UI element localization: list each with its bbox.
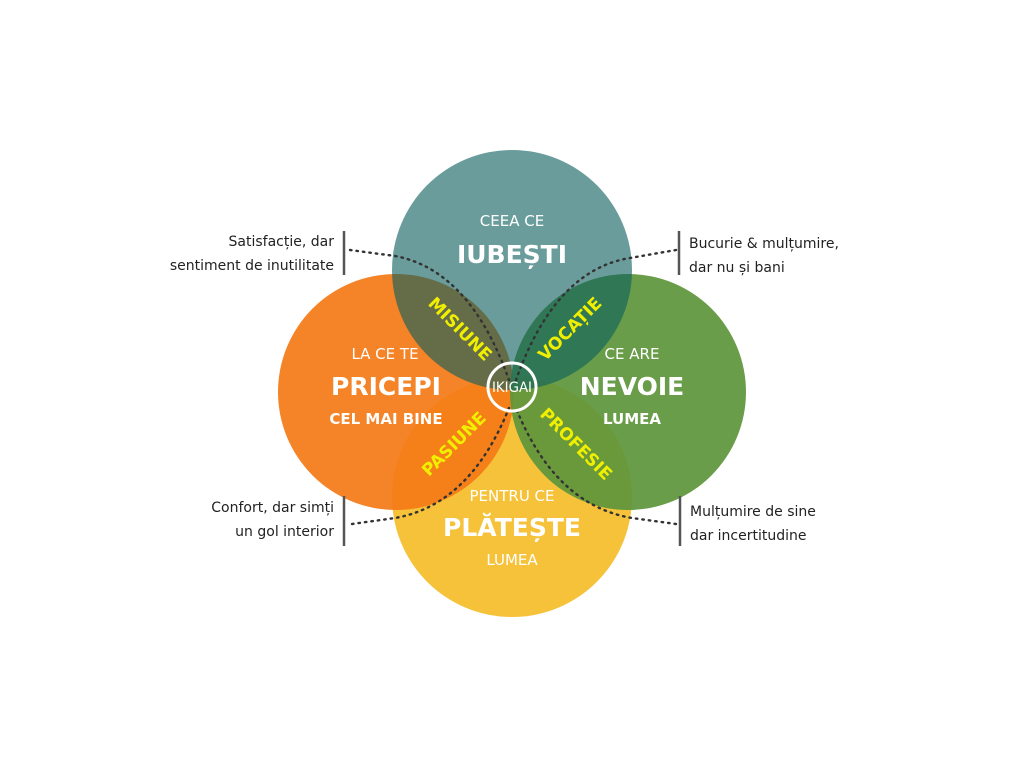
circle-love xyxy=(392,150,632,390)
note-top-right-line2: dar nu și bani xyxy=(689,260,785,276)
connector-bottom-right xyxy=(514,406,678,526)
good-at-sub: CEL MAI BINE xyxy=(329,410,442,428)
note-top-left-line2: sentiment de inutilitate xyxy=(170,258,334,274)
paid-for-main: PLĂTEȘTE xyxy=(443,512,581,542)
note-bottom-right-line1: Mulțumire de sine xyxy=(690,504,816,520)
ikigai-center-label: IKIGAI xyxy=(492,380,532,396)
good-at-main: PRICEPI xyxy=(331,372,441,401)
ikigai-center-ring xyxy=(486,361,538,413)
paid-for-sub: LUMEA xyxy=(486,551,538,569)
note-bottom-left-line1: Confort, dar simți xyxy=(211,500,334,516)
world-needs-main: NEVOIE xyxy=(580,372,685,401)
love-head: CEEA CE xyxy=(480,212,544,230)
note-top-right-line1: Bucurie & mulțumire, xyxy=(689,236,839,252)
note-top-left-line1: Satisfacție, dar xyxy=(229,234,335,250)
good-at-head: LA CE TE xyxy=(351,345,418,363)
love-main: IUBEȘTI xyxy=(457,240,567,269)
connector-top-left xyxy=(348,248,511,382)
connector-bottom-left xyxy=(350,406,511,526)
world-needs-sub: LUMEA xyxy=(603,410,661,428)
paid-for-head: PENTRU CE xyxy=(469,487,554,505)
world-needs-head: CE ARE xyxy=(605,345,660,363)
note-bottom-right-line2: dar incertitudine xyxy=(690,528,807,544)
note-bottom-left-line2: un gol interior xyxy=(235,524,334,540)
connector-top-right xyxy=(514,248,678,382)
